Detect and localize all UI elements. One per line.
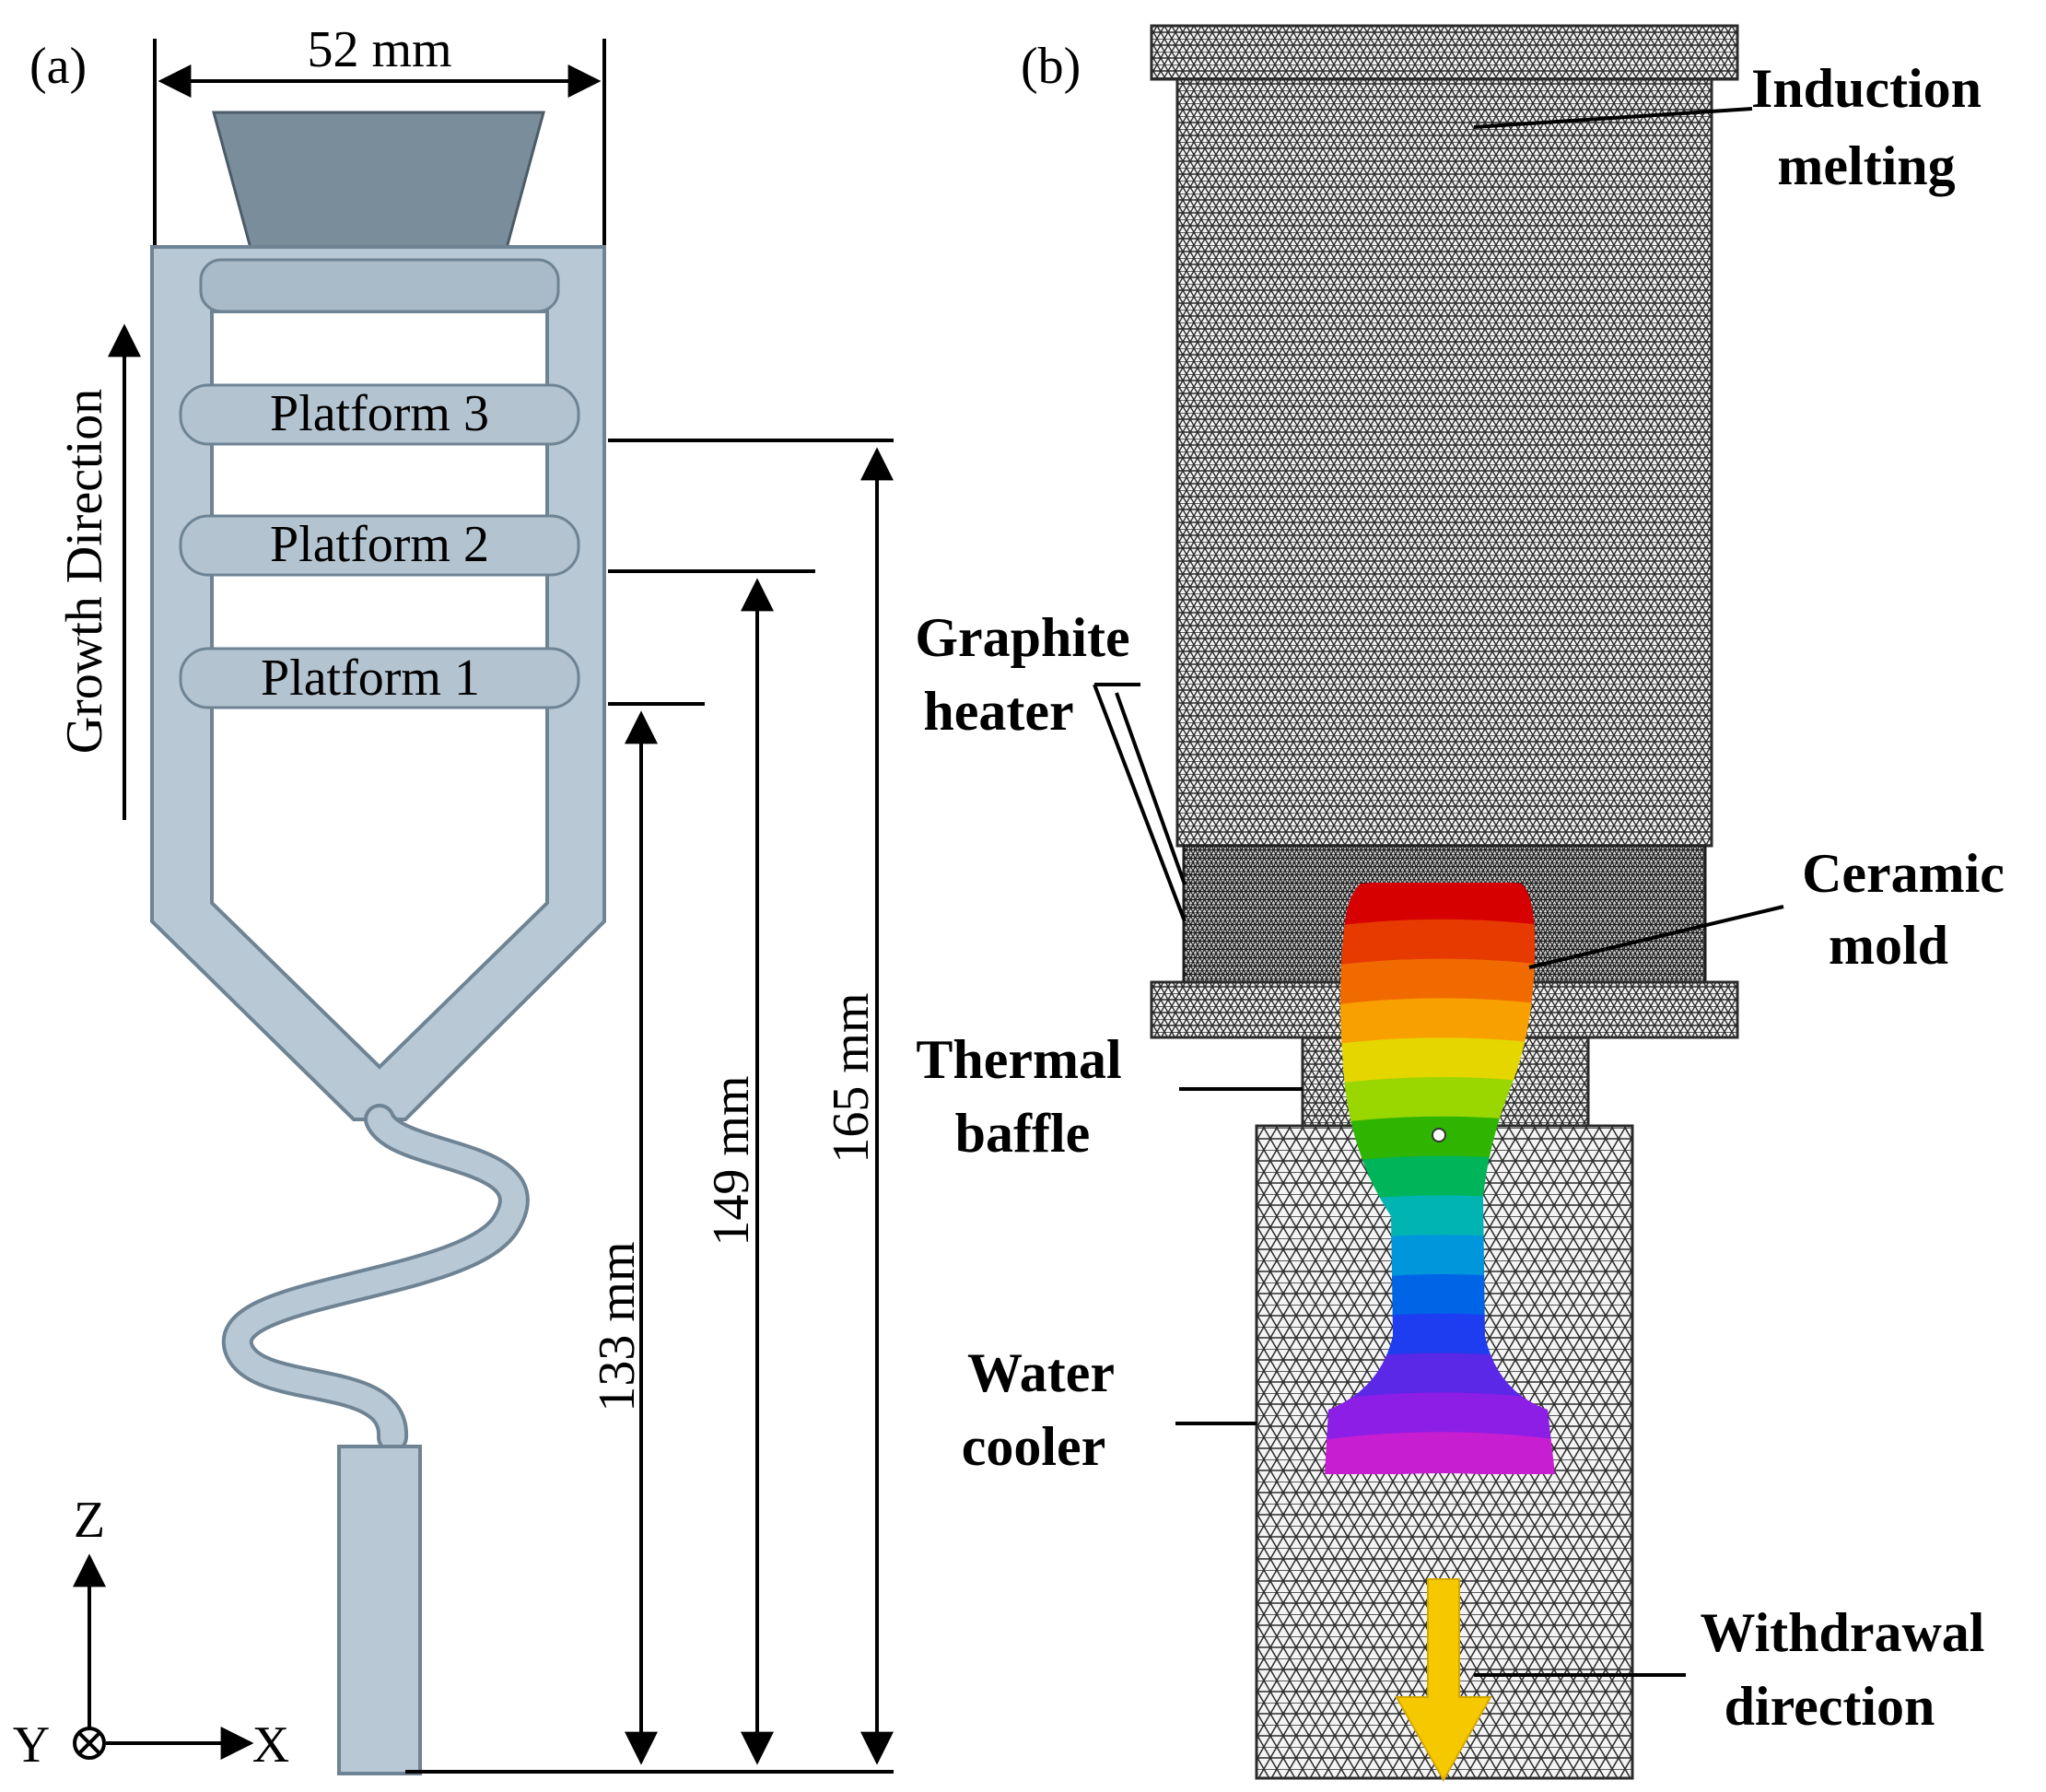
dim-149-label: 149 mm xyxy=(703,1075,760,1246)
withdrawal-arrow xyxy=(1395,1578,1492,1783)
spiral-selector xyxy=(226,1107,526,1449)
top-bar xyxy=(199,258,560,313)
graphite-label-1: Graphite xyxy=(915,607,1129,668)
thermal-band xyxy=(1325,1392,1555,1445)
thermal-band xyxy=(1325,998,1555,1050)
platform-3-label: Platform 3 xyxy=(270,385,489,442)
panel-b-label: (b) xyxy=(1021,38,1081,95)
x-axis-label: X xyxy=(252,1716,289,1774)
graphite-leader-2 xyxy=(1115,692,1187,885)
growth-direction-label: Growth Direction xyxy=(56,389,113,755)
induction-label-2: melting xyxy=(1777,135,1955,196)
casting-model xyxy=(150,111,606,1775)
cooler-label-2: cooler xyxy=(962,1416,1106,1477)
graphite-leader-1 xyxy=(1093,684,1187,922)
mold-probe-point xyxy=(1432,1128,1446,1142)
baffle-label-2: baffle xyxy=(955,1103,1091,1164)
panel-a: (a) 52 mm Growth Direction Platfor xyxy=(13,21,894,1775)
cooler-label-1: Water xyxy=(967,1342,1115,1403)
induction-melting-chamber xyxy=(1175,77,1713,848)
induction-leader xyxy=(1473,107,1753,129)
starter-block xyxy=(337,1445,422,1775)
dim-133-label: 133 mm xyxy=(589,1241,646,1411)
platform-2-label: Platform 2 xyxy=(270,516,489,573)
platform-1-label: Platform 1 xyxy=(261,650,480,707)
platform-2-bar xyxy=(179,514,580,577)
dim-165-label: 165 mm xyxy=(823,992,880,1163)
thermal-band xyxy=(1325,919,1555,971)
ceramic-label-2: mold xyxy=(1829,915,1948,976)
width-dimension-label: 52 mm xyxy=(307,21,451,78)
platform-1-bar xyxy=(179,647,580,709)
graphite-label-2: heater xyxy=(923,681,1073,742)
z-axis-label: Z xyxy=(74,1492,105,1549)
coordinate-axes: Z Y X xyxy=(13,1492,289,1774)
thermal-band xyxy=(1325,1432,1555,1474)
thermal-band xyxy=(1325,883,1555,931)
panel-b: (b) Induct xyxy=(915,24,2005,1783)
panel-a-label: (a) xyxy=(29,38,87,95)
induction-label-1: Induction xyxy=(1751,58,1982,119)
thermal-band xyxy=(1325,1037,1555,1089)
y-axis-cross-icon xyxy=(77,1731,101,1755)
ceramic-leader xyxy=(1528,905,1784,969)
ceramic-label-1: Ceramic xyxy=(1802,843,2005,904)
y-axis-label: Y xyxy=(13,1716,50,1774)
baffle-label-1: Thermal xyxy=(916,1029,1121,1090)
withdrawal-label-2: direction xyxy=(1724,1676,1935,1737)
platform-3-bar xyxy=(179,383,580,446)
thermal-band xyxy=(1325,958,1555,1011)
top-flange xyxy=(1150,24,1739,81)
withdrawal-label-1: Withdrawal xyxy=(1701,1602,1985,1663)
